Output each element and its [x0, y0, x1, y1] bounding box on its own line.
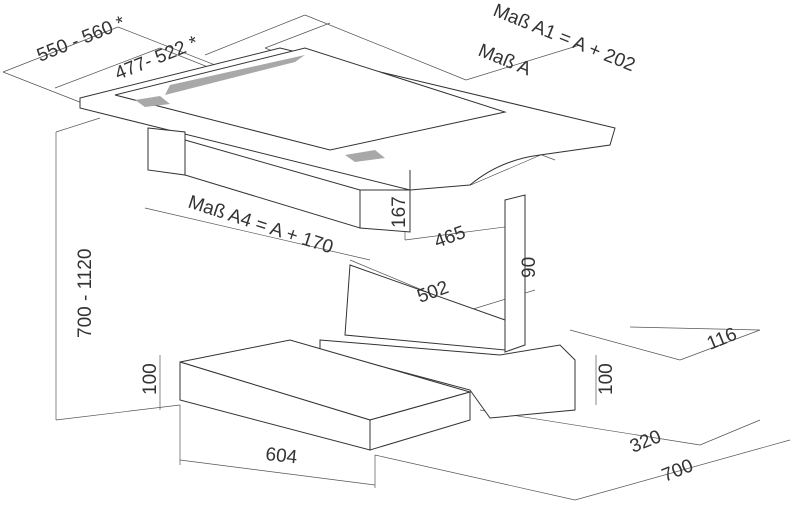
label-depth-700: 700 [659, 455, 696, 486]
label-base-height-left: 100 [140, 363, 161, 395]
air-slot-left [165, 55, 305, 95]
label-depth-465: 465 [432, 222, 469, 253]
label-offset-116: 116 [704, 324, 740, 355]
air-slot-right [345, 150, 385, 162]
countertop [79, 47, 616, 191]
label-depth-320: 320 [627, 426, 664, 457]
label-width-604: 604 [264, 444, 298, 468]
label-width-90: 90 [519, 257, 540, 278]
cabinet [147, 127, 526, 353]
air-slot-front [135, 96, 170, 107]
label-height-range: 700 - 1120 [75, 249, 96, 338]
label-base-height-right: 100 [596, 363, 617, 395]
label-outer-depth: 550 - 560 * [34, 12, 129, 67]
base-unit [179, 339, 576, 451]
label-height-167: 167 [389, 196, 410, 228]
